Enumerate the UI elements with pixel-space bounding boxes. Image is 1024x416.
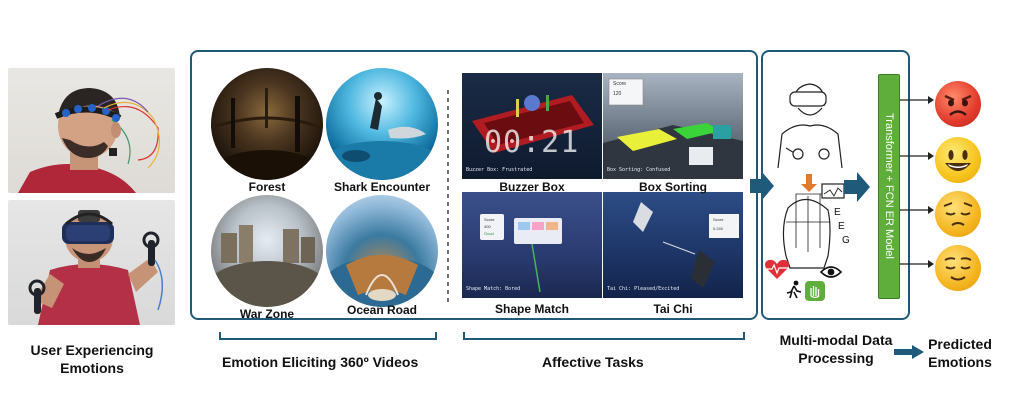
tai-score-value: 0.240	[713, 226, 724, 231]
video-label-shark: Shark Encounter	[333, 180, 431, 194]
task-shape-match-thumbnail: Score 400 Good Shape Match: Bored	[462, 192, 602, 298]
video-shark-thumbnail	[326, 68, 438, 180]
vr-user-icon	[777, 83, 843, 169]
emotion-arrows	[900, 96, 934, 268]
divider-dashed	[447, 90, 449, 302]
task-status-box-sorting: Box Sorting: Confused	[607, 167, 671, 173]
task-box-sorting-thumbnail: Score 120 Box Sorting: Confused	[603, 73, 743, 179]
grinning-face-icon	[935, 137, 981, 183]
buzzer-timer: 00:21	[484, 125, 580, 160]
task-status-tai-chi: Tai Chi: Pleased/Excited	[607, 286, 680, 292]
video-forest-thumbnail	[211, 68, 323, 180]
model-label: Transformer + FCN ER Model	[883, 113, 895, 259]
task-label-buzzer: Buzzer Box	[499, 180, 565, 194]
bracket-tasks	[463, 332, 745, 340]
eeg-head-icon	[782, 193, 831, 269]
box-score-label: Score	[613, 81, 627, 87]
caption-predicted: Predicted Emotions	[928, 336, 992, 370]
task-label-box-sorting: Box Sorting	[639, 180, 707, 194]
panel-multimodal	[761, 50, 910, 320]
task-label-shape-match: Shape Match	[494, 302, 569, 316]
eeg-letters: E E G	[834, 207, 850, 246]
eye-tracking-icon	[820, 266, 842, 278]
task-status-buzzer: Buzzer Box: Frustrated	[466, 167, 533, 173]
video-label-warzone: War Zone	[239, 307, 295, 321]
caption-user-experiencing: User Experiencing Emotions	[30, 342, 154, 376]
arrow-to-predicted	[894, 345, 924, 359]
shape-score-label: Score	[484, 217, 495, 222]
task-label-tai-chi: Tai Chi	[653, 302, 693, 316]
heart-rate-icon	[765, 259, 789, 279]
photo-user-vr	[8, 200, 175, 325]
box-score-value: 120	[613, 91, 622, 97]
caption-emotion-videos: Emotion Eliciting 360º Videos	[222, 354, 419, 370]
video-label-ocean-road: Ocean Road	[346, 303, 418, 317]
arrow-to-model	[844, 172, 870, 202]
photo-user-eeg	[8, 68, 175, 193]
motion-person-icon	[786, 280, 802, 299]
video-ocean-road-thumbnail	[326, 195, 438, 307]
task-status-shape-match: Shape Match: Bored	[466, 286, 521, 292]
model-bar	[878, 74, 900, 299]
shape-feedback: Good	[484, 231, 494, 236]
task-buzzer-thumbnail: 00:21 Buzzer Box: Frustrated	[462, 73, 602, 179]
shape-score-value: 400	[484, 224, 491, 229]
pensive-face-icon	[935, 191, 981, 237]
relieved-face-icon	[935, 245, 981, 291]
caption-multimodal: Multi-modal Data Processing	[779, 332, 893, 366]
monitor-icon	[821, 183, 845, 199]
down-arrow-icon	[801, 174, 817, 192]
video-warzone-thumbnail	[211, 195, 323, 307]
task-tai-chi-thumbnail: Score 0.240 Tai Chi: Pleased/Excited	[603, 192, 743, 298]
angry-face-icon	[935, 81, 981, 127]
hand-gesture-icon	[805, 281, 825, 301]
processing-illustration	[777, 83, 845, 269]
caption-affective-tasks: Affective Tasks	[542, 354, 644, 370]
tai-score-label: Score	[713, 217, 724, 222]
bracket-videos	[219, 332, 437, 340]
video-label-forest: Forest	[248, 180, 286, 194]
